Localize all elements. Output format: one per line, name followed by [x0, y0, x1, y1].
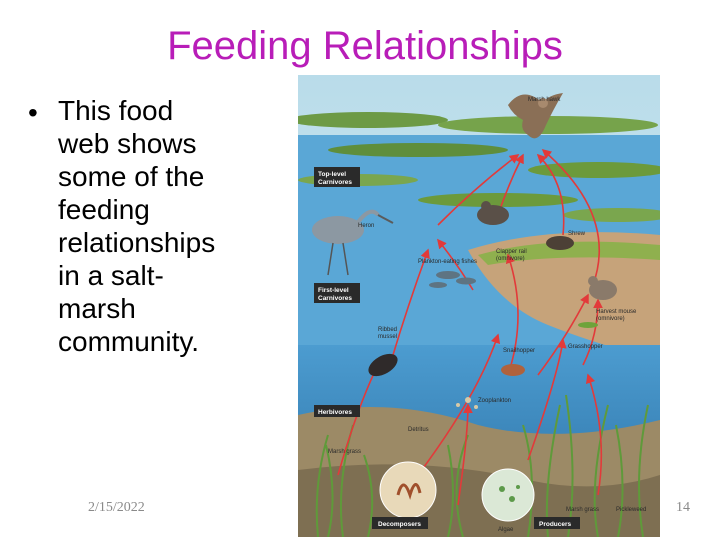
organism-labels: Marsh hawk Heron Shrew Clapper rail (omn… [328, 97, 646, 533]
mud-bank [468, 232, 660, 360]
slide-title: Feeding Relationships [167, 24, 563, 68]
herbivores-label: Herbivores [318, 409, 352, 416]
shrew-figure [546, 236, 574, 250]
zooplankton-figure [456, 397, 478, 409]
label-heron: Heron [358, 223, 374, 229]
label-clapper-rail-2: (omnivore) [496, 256, 525, 262]
bullet-line: marsh [58, 293, 136, 324]
label-harvest-mouse-1: Harvest mouse [596, 309, 637, 315]
clapper-rail-figure [477, 201, 509, 225]
label-detritus: Detritus [408, 427, 429, 433]
bullet-line: This food [58, 95, 174, 126]
label-ribbed-mussel-2: mussel [378, 334, 397, 340]
bullet-dot: • [28, 97, 38, 128]
label-ribbed-mussel-1: Ribbed [378, 327, 397, 333]
slide-number: 14 [676, 500, 690, 515]
decomposers-circle [379, 461, 437, 519]
producers-label: Producers [539, 521, 572, 528]
bullet-line: feeding [58, 194, 150, 225]
plankton-fishes-figure [429, 271, 476, 288]
heron-figure [312, 209, 394, 276]
bullet-line: relationships [58, 227, 216, 258]
label-marsh-hawk: Marsh hawk [528, 97, 561, 103]
label-harvest-mouse-2: (omnivore) [596, 316, 625, 322]
bullet-line: web shows [58, 128, 197, 159]
label-decomposers: Decomposers [372, 517, 428, 529]
label-algae: Algae [498, 527, 514, 533]
top-level-label-line1: Top-level [318, 171, 346, 178]
bullet-line: in a salt- [58, 260, 164, 291]
bank-grass [478, 241, 660, 265]
label-top-level-carnivores: Top-level Carnivores [314, 167, 360, 187]
bullet-text: This food web shows some of the feeding … [58, 94, 278, 358]
first-level-label-line2: Carnivores [318, 295, 352, 302]
ribbed-mussel-figure [368, 353, 398, 377]
bullet-line: some of the [58, 161, 205, 192]
first-level-label-line1: First-level [318, 287, 349, 294]
label-clapper-rail-1: Clapper rail [496, 249, 527, 255]
label-first-level-carnivores: First-level Carnivores [314, 283, 360, 303]
slide-date: 2/15/2022 [88, 500, 145, 515]
label-snailhopper: Snailhopper [503, 348, 535, 354]
label-producers: Producers [534, 517, 580, 529]
label-herbivores: Herbivores [314, 405, 360, 417]
snailhopper-figure [501, 364, 525, 376]
food-web-svg: Top-level Carnivores First-level Carnivo… [298, 75, 660, 537]
label-grasshopper: Grasshopper [568, 344, 603, 350]
label-marsh-grass-right: Marsh grass [566, 507, 599, 513]
algae-circle [481, 468, 535, 522]
decomposers-label: Decomposers [378, 521, 421, 528]
label-marsh-grass-left: Marsh grass [328, 449, 361, 455]
label-shrew: Shrew [568, 231, 586, 237]
harvest-mouse-figure [588, 276, 617, 300]
marsh-hawk-figure [508, 93, 563, 139]
label-pickleweed: Pickleweed [616, 507, 646, 513]
bullet-line: community. [58, 326, 200, 357]
top-level-label-line2: Carnivores [318, 179, 352, 186]
label-plankton-fishes: Plankton-eating fishes [418, 259, 477, 265]
grasshopper-figure [578, 322, 598, 328]
food-web-illustration: Top-level Carnivores First-level Carnivo… [298, 75, 660, 537]
bullet-point: • This food web shows some of the feedin… [28, 94, 278, 358]
energy-arrows [337, 148, 603, 506]
label-zooplankton: Zooplankton [478, 398, 511, 404]
